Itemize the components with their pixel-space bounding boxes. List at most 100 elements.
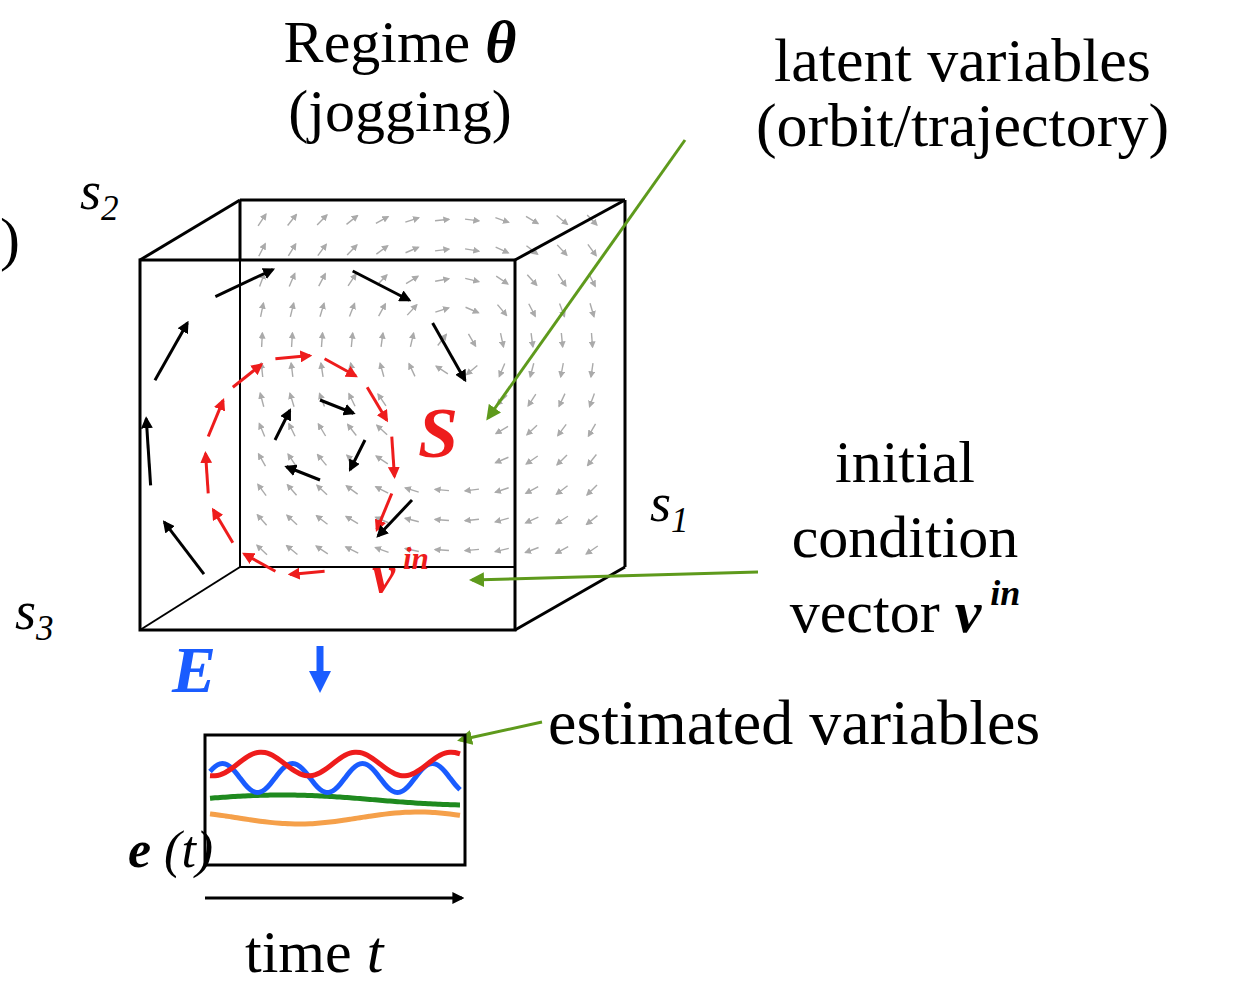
flow-arrow	[433, 323, 465, 380]
field-arrow	[465, 549, 479, 550]
field-arrow	[465, 489, 479, 491]
flow-arrow	[155, 323, 187, 380]
field-arrow	[410, 333, 413, 347]
field-arrow	[258, 484, 266, 495]
field-arrow	[495, 218, 508, 223]
field-arrow	[259, 424, 264, 437]
field-arrow	[318, 455, 327, 466]
field-arrow	[407, 305, 417, 315]
field-arrow	[435, 219, 449, 220]
field-arrow	[587, 485, 597, 495]
flow-arrow	[275, 410, 290, 440]
field-arrow	[528, 394, 536, 406]
field-arrow	[376, 487, 388, 493]
emission-arrow	[317, 646, 324, 684]
field-arrow	[288, 215, 297, 226]
field-arrow	[591, 333, 592, 347]
field-arrow	[318, 424, 325, 436]
field-arrow	[496, 457, 509, 463]
field-arrow	[559, 394, 565, 407]
field-arrow	[351, 333, 352, 347]
field-arrow	[465, 249, 479, 251]
field-arrow	[349, 303, 354, 316]
field-arrow	[531, 333, 533, 347]
field-arrow	[496, 276, 508, 284]
field-arrow	[435, 279, 449, 282]
field-arrow	[376, 246, 387, 254]
field-arrow	[346, 547, 358, 553]
field-arrow	[316, 516, 327, 525]
trajectory-arrow	[392, 437, 395, 477]
field-arrow	[259, 244, 265, 256]
field-arrow	[287, 515, 297, 525]
trajectory-arrow	[275, 356, 310, 359]
trajectory-arrow	[233, 365, 262, 388]
field-arrow	[319, 274, 326, 286]
field-arrow	[561, 363, 564, 377]
trajectory-arrow	[290, 571, 325, 574]
field-arrow	[261, 303, 264, 317]
field-arrow	[557, 245, 567, 255]
field-arrow	[290, 303, 293, 317]
field-arrow	[260, 393, 264, 407]
field-arrow	[590, 303, 594, 316]
field-arrow	[496, 247, 509, 253]
field-arrow	[435, 489, 449, 490]
field-arrow	[495, 548, 509, 551]
emission-symbol: E	[172, 632, 216, 708]
flow-arrow	[353, 271, 410, 300]
axis-label: s2	[80, 160, 119, 222]
initial-vector: v in	[372, 545, 429, 605]
field-arrow	[435, 308, 448, 312]
field-arrow	[321, 363, 323, 377]
field-arrow	[376, 217, 388, 224]
field-arrow	[586, 546, 598, 554]
flow-arrow	[146, 419, 150, 486]
field-arrow	[588, 424, 595, 436]
field-arrow	[557, 216, 568, 225]
field-arrow	[587, 516, 598, 525]
field-arrow	[316, 546, 328, 554]
field-arrow	[318, 244, 326, 255]
field-arrow	[466, 307, 479, 312]
flow-arrow	[215, 269, 273, 296]
field-arrow	[259, 454, 266, 466]
field-arrow	[525, 547, 538, 552]
field-arrow	[376, 456, 388, 464]
field-arrow	[557, 455, 567, 465]
field-arrow	[556, 547, 568, 554]
field-arrow	[261, 333, 263, 347]
field-arrow	[346, 486, 357, 494]
field-arrow	[436, 366, 448, 374]
field-arrow	[287, 485, 296, 496]
field-arrow	[380, 363, 384, 377]
field-arrow	[501, 333, 504, 347]
trajectory-arrow	[244, 554, 275, 571]
field-arrow	[496, 426, 508, 433]
field-arrow	[468, 334, 475, 346]
trajectory-symbol: S	[418, 392, 458, 475]
field-arrow	[465, 219, 479, 221]
vector-field	[257, 214, 598, 555]
field-arrow	[556, 486, 567, 495]
field-arrow	[257, 545, 267, 555]
estimated-note: estimated variables	[548, 686, 1040, 760]
field-arrow	[378, 394, 386, 406]
field-arrow	[321, 333, 322, 347]
regime-title: Regime θ (jogging)	[200, 8, 600, 146]
field-arrow	[405, 488, 418, 492]
time-label: time t	[245, 918, 383, 987]
trajectory-arrow	[213, 510, 233, 543]
field-arrow	[346, 516, 358, 523]
field-arrow	[499, 364, 504, 377]
field-arrow	[320, 303, 324, 316]
field-arrow	[529, 304, 535, 316]
field-arrow	[289, 424, 295, 437]
trajectory-arrow	[206, 454, 209, 494]
signal-curve	[210, 812, 460, 824]
leader-lines	[460, 140, 758, 740]
field-arrow	[405, 518, 419, 521]
field-arrow	[288, 454, 296, 466]
initial-note: initial condition vector v in	[745, 425, 1065, 650]
field-arrow	[379, 304, 386, 316]
